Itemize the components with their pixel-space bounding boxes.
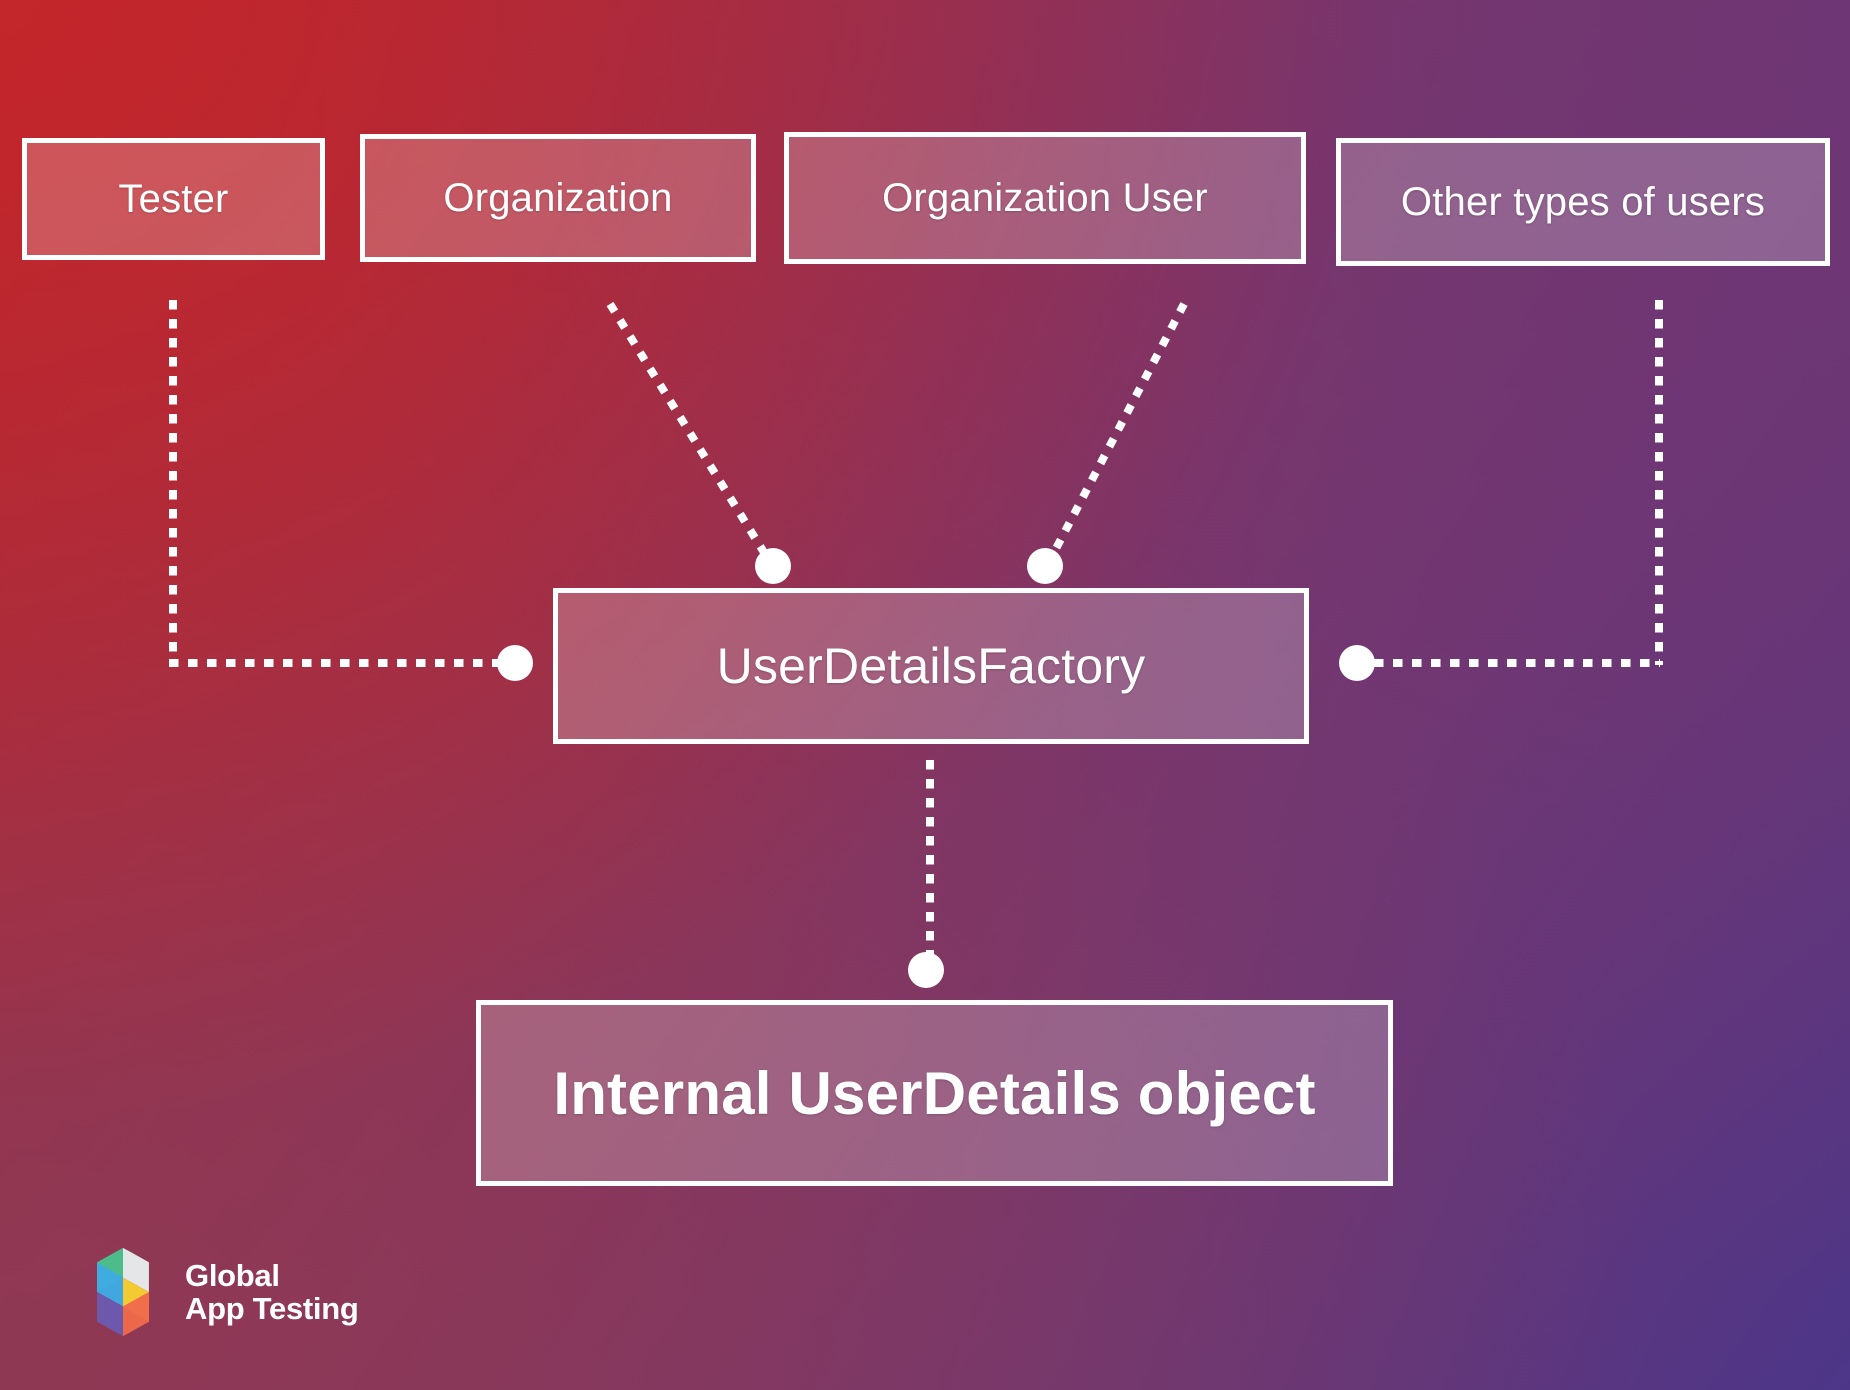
connector-tester-vertical: [169, 300, 177, 665]
global-app-testing-hexagon-icon: [97, 1247, 149, 1337]
connector-organization-diagonal: [606, 301, 774, 565]
connector-tester-horizontal: [169, 659, 514, 667]
node-organization[interactable]: Organization: [360, 134, 756, 262]
node-other-types-of-users[interactable]: Other types of users: [1336, 138, 1830, 266]
connector-other-users-vertical: [1655, 300, 1663, 665]
connector-endpoint-dot-organization: [755, 548, 791, 584]
brand-logo: Global App Testing: [75, 1244, 359, 1340]
brand-logo-text: Global App Testing: [185, 1257, 359, 1326]
connector-endpoint-dot-organization-user: [1027, 548, 1063, 584]
connector-endpoint-dot-other-users: [1339, 645, 1375, 681]
node-organization-user[interactable]: Organization User: [784, 132, 1306, 264]
connector-factory-vertical: [926, 760, 934, 965]
brand-logo-line1: Global: [185, 1257, 280, 1293]
connector-organization-user-diagonal: [1045, 302, 1188, 564]
node-user-details-factory[interactable]: UserDetailsFactory: [553, 588, 1309, 744]
brand-logo-line2: App Testing: [185, 1291, 359, 1326]
node-internal-user-details-object[interactable]: Internal UserDetails object: [476, 1000, 1393, 1186]
connector-endpoint-dot-factory: [908, 952, 944, 988]
node-tester[interactable]: Tester: [22, 138, 325, 260]
connector-other-users-horizontal: [1355, 659, 1660, 667]
connector-endpoint-dot-tester: [497, 645, 533, 681]
